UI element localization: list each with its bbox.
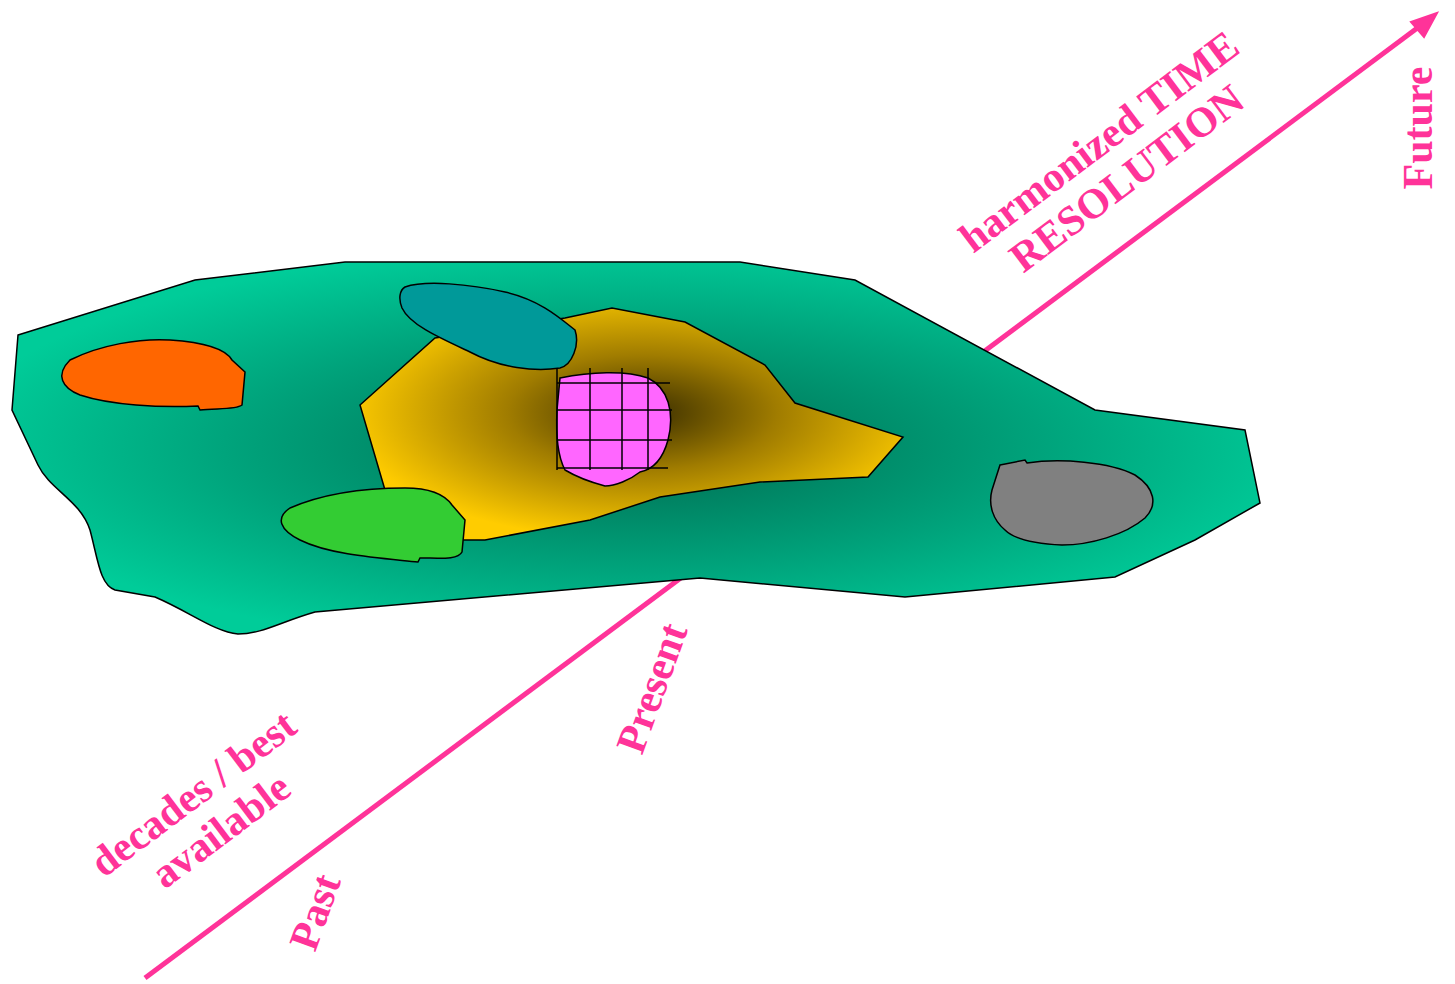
axis-arrowhead xyxy=(1411,13,1437,37)
time-label: Present xyxy=(607,617,696,759)
orange-blob xyxy=(62,340,245,410)
region-outline xyxy=(12,262,1260,634)
green-blob xyxy=(281,488,465,562)
magenta-blob xyxy=(557,373,671,486)
time-label: Future xyxy=(1395,67,1441,190)
axis-note: decades / best available xyxy=(80,700,334,924)
time-label: Past xyxy=(280,868,350,956)
gray-blob xyxy=(991,460,1153,545)
grid xyxy=(557,368,672,470)
teal-blob xyxy=(400,283,577,369)
